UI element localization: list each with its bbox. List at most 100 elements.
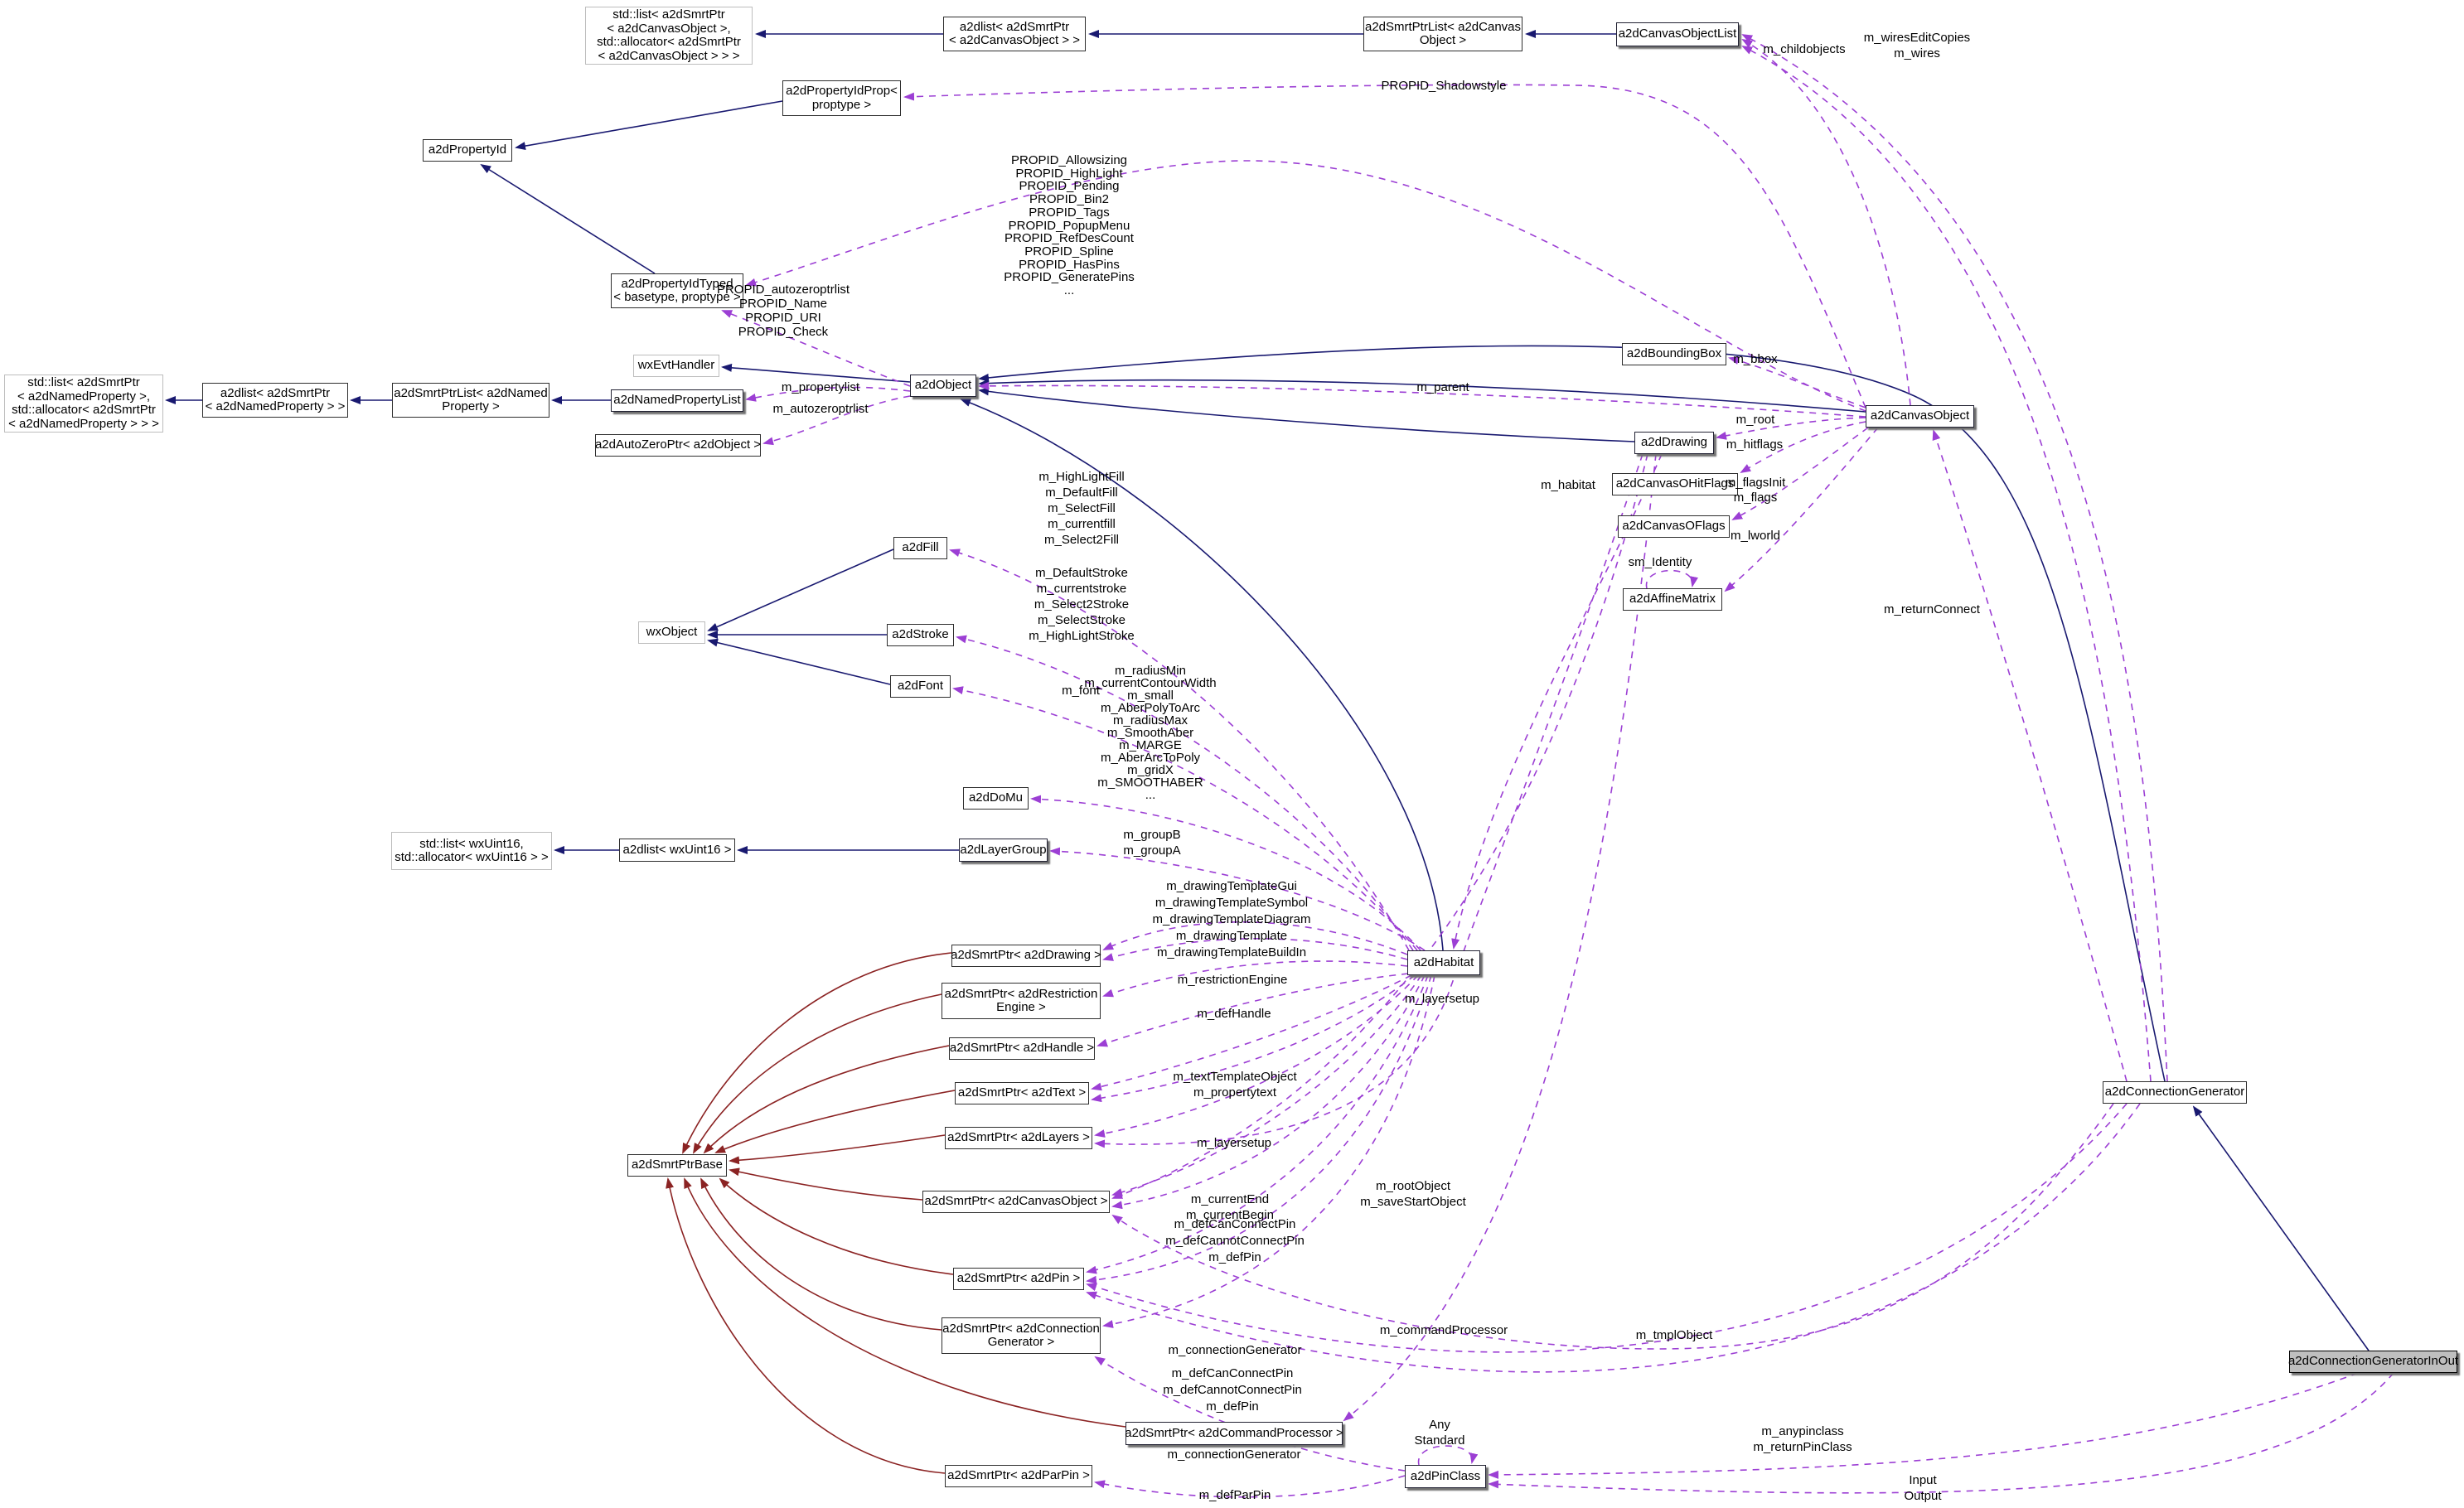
node-a2dpinclass[interactable]: a2dPinClass [1405,1465,1486,1488]
node-a2dfill[interactable]: a2dFill [893,537,947,559]
node-wxobject[interactable]: wxObject [638,621,705,644]
node-label: a2dAffineMatrix [1629,592,1716,607]
node-label: a2dFill [902,540,939,555]
node-smrtptr-layers[interactable]: a2dSmrtPtr< a2dLayers > [945,1127,1092,1149]
node-smrtptr-text[interactable]: a2dSmrtPtr< a2dText > [955,1082,1089,1104]
node-smrtptr-drawing[interactable]: a2dSmrtPtr< a2dDrawing > [951,945,1101,967]
node-a2dlist-namedproperty[interactable]: a2dlist< a2dSmrtPtr< a2dNamedProperty > … [202,383,348,418]
node-label: a2dSmrtPtr< a2dCanvasObject > [924,1194,1108,1209]
node-a2dcanvasoflags[interactable]: a2dCanvasOFlags [1618,515,1730,538]
edge-b19 [2192,1105,2370,1351]
edge-b10 [707,549,894,631]
node-a2dobject[interactable]: a2dObject [910,375,976,397]
edge-p27a [1086,1103,2128,1353]
node-a2dboundingbox[interactable]: a2dBoundingBox [1622,343,1726,365]
node-a2dcanvasobjectlist[interactable]: a2dCanvasObjectList [1616,22,1739,46]
edge-p13 [1724,427,1879,592]
node-a2dsmrtptrbase[interactable]: a2dSmrtPtrBase [627,1154,727,1177]
node-smrtptr-commandprocessor[interactable]: a2dSmrtPtr< a2dCommandProcessor > [1125,1422,1343,1445]
edge-p24a [1111,974,1422,1196]
node-a2dlist-wxuint16[interactable]: a2dlist< wxUint16 > [619,839,735,862]
node-a2dpropertyid[interactable]: a2dPropertyId [423,139,512,162]
node-label: a2dPinClass [1410,1468,1481,1483]
node-label: a2dBoundingBox [1626,346,1722,361]
node-label: a2dSmrtPtr< a2dParPin > [947,1468,1090,1483]
edge-p29 [1094,1356,1406,1472]
edge-p2b [1741,34,2168,1082]
node-a2dconnectiongeneratorinout[interactable]: a2dConnectionGeneratorInOut [2288,1351,2458,1373]
node-label: < a2dNamedProperty >, [17,389,151,404]
edge-p15 [1932,429,2128,1082]
edge-p21 [1096,973,1409,1047]
node-a2daffinematrix[interactable]: a2dAffineMatrix [1623,588,1722,611]
edge-p10 [1716,417,1866,440]
node-a2dpropertyidprop[interactable]: a2dPropertyIdProp<proptype > [782,80,901,116]
node-smrtptr-pin[interactable]: a2dSmrtPtr< a2dPin > [953,1268,1084,1290]
node-a2dfont[interactable]: a2dFont [890,675,951,698]
node-label: a2dDrawing [1640,435,1708,450]
edge-p23 [1094,974,1419,1138]
node-stdlist-wxuint16[interactable]: std::list< wxUint16, std::allocator< wxU… [391,832,552,870]
edge-p20 [1102,960,1408,998]
node-smrtptr-handle[interactable]: a2dSmrtPtr< a2dHandle > [949,1037,1095,1060]
node-smrtptr-parpin[interactable]: a2dSmrtPtr< a2dParPin > [945,1465,1092,1487]
edge-p6 [745,386,911,402]
node-a2dconnectiongenerator[interactable]: a2dConnectionGenerator [2103,1081,2247,1104]
node-a2dstroke[interactable]: a2dStroke [887,624,954,646]
node-a2ddomu[interactable]: a2dDoMu [963,787,1029,810]
node-label: std::list< a2dSmrtPtr [27,375,140,389]
edge-p8 [978,381,1866,418]
edge-r9 [684,1177,1126,1428]
edge-p5 [721,310,911,387]
node-label: a2dFont [897,679,944,694]
edge-p37 [1030,795,1421,951]
node-a2dpropertyidtyped[interactable]: a2dPropertyIdTyped< basetype, proptype > [611,273,743,308]
node-label: a2dLayerGroup [960,842,1047,857]
node-label: proptype > [811,97,872,112]
edge-r3 [703,1045,950,1154]
node-a2ddrawing[interactable]: a2dDrawing [1634,432,1714,454]
node-label: a2dSmrtPtr< a2dHandle > [949,1041,1095,1056]
node-a2dhabitat[interactable]: a2dHabitat [1407,950,1480,975]
edge-p3 [903,84,1866,408]
edge-p14 [1645,569,1698,589]
node-label: std::allocator< wxUint16 > > [395,850,549,864]
node-a2dautozeroptr[interactable]: a2dAutoZeroPtr< a2dObject > [595,434,761,457]
node-label: a2dPropertyIdTyped [621,276,733,291]
edge-p18 [1343,453,1657,1422]
edge-r6 [729,1167,923,1201]
node-label: a2dSmrtPtr< a2dPin > [956,1271,1081,1286]
node-stdlist-namedproperty[interactable]: std::list< a2dSmrtPtr< a2dNamedProperty … [4,375,163,433]
node-a2dlist-canvasobject[interactable]: a2dlist< a2dSmrtPtr< a2dCanvasObject > > [943,17,1086,51]
node-smrtptr-canvasobject[interactable]: a2dSmrtPtr< a2dCanvasObject > [922,1191,1110,1213]
edge-p1 [1741,39,1911,406]
node-label: a2dSmrtPtr< a2dLayers > [947,1130,1090,1145]
node-label: a2dlist< wxUint16 > [622,842,732,857]
node-a2dnamedpropertylist[interactable]: a2dNamedPropertyList [611,389,743,412]
node-a2dlayergroup[interactable]: a2dLayerGroup [959,839,1048,862]
node-stdlist-canvasobject[interactable]: std::list< a2dSmrtPtr< a2dCanvasObject >… [585,7,753,65]
node-label: wxObject [646,625,698,640]
edge-b17 [960,399,1444,951]
node-label: a2dSmrtPtrList< a2dCanvas [1364,19,1521,34]
edge-r2 [693,993,942,1154]
node-label: a2dCanvasOFlags [1622,519,1726,534]
node-label: < a2dCanvasObject >, [607,21,731,36]
edge-r7 [719,1177,954,1275]
node-a2dcanvasobject[interactable]: a2dCanvasObject [1866,405,1974,428]
edge-r5 [729,1134,946,1165]
edges-group [165,30,2394,1498]
node-label: a2dlist< a2dSmrtPtr [220,385,331,400]
node-label: wxEvtHandler [637,358,715,373]
edge-p33 [1488,1372,2394,1494]
edge-r1 [682,952,952,1154]
node-a2dcanvasohitflags[interactable]: a2dCanvasOHitFlags [1612,473,1738,495]
node-wxevthandler[interactable]: wxEvtHandler [633,355,719,377]
node-label: < basetype, proptype > [613,290,741,304]
node-label: < a2dCanvasObject > > [948,33,1081,47]
